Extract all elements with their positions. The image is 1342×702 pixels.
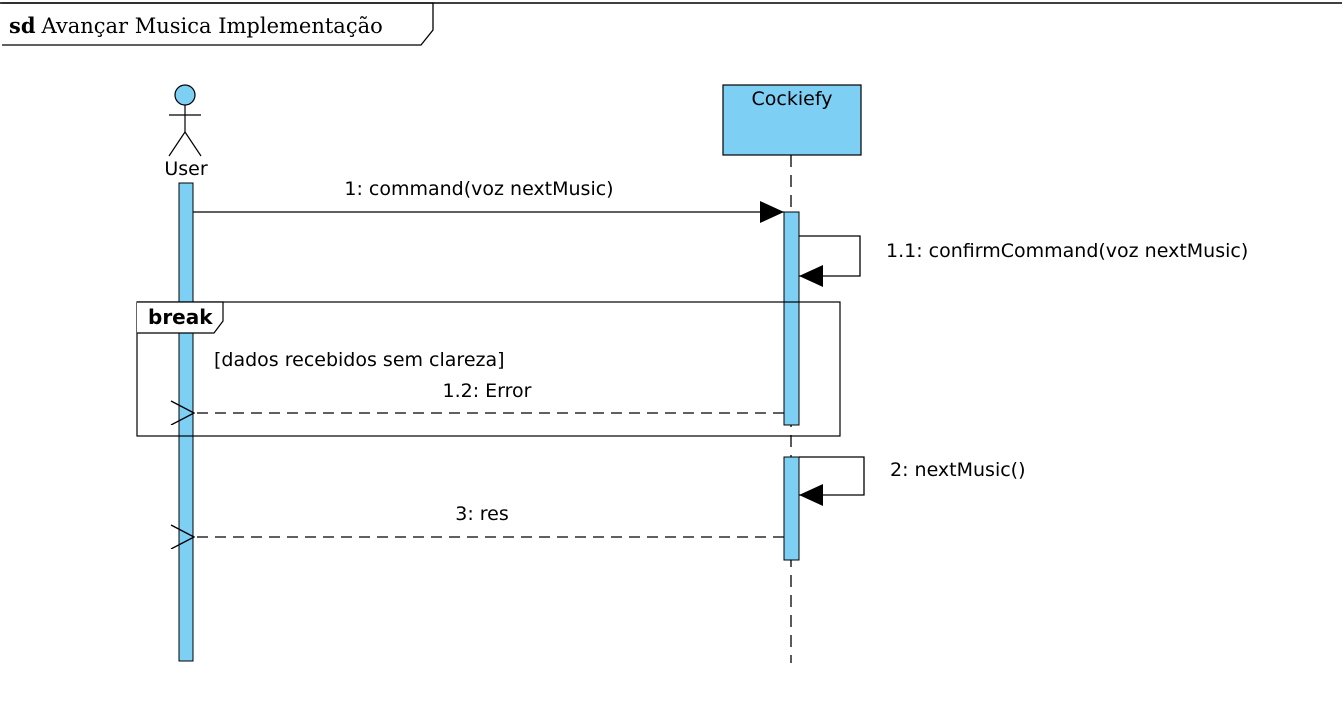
user-activation-bar: [178, 182, 194, 662]
frame-keyword: sd: [9, 13, 36, 38]
message-1-2-error[interactable]: 1.2: Error: [194, 380, 784, 413]
message-3-res[interactable]: 3: res: [194, 503, 784, 537]
message-1-2-label: 1.2: Error: [443, 380, 532, 402]
participant-cockiefy[interactable]: Cockiefy: [722, 84, 862, 156]
actor-user[interactable]: User: [164, 84, 208, 180]
break-guard-label: [dados recebidos sem clareza]: [214, 349, 505, 371]
frame-title: Avançar Musica Implementação: [41, 14, 383, 38]
participant-cockiefy-label: Cockiefy: [752, 88, 833, 110]
cockiefy-activation-bar-1: [783, 211, 800, 426]
break-fragment-tab: [137, 301, 224, 334]
actor-head-icon: [174, 84, 196, 106]
break-fragment-box: [136, 301, 841, 437]
message-1-1-confirm-command[interactable]: 1.1: confirmCommand(voz nextMusic): [799, 235, 1248, 287]
message-2-label: 2: nextMusic(): [890, 459, 1026, 481]
actor-left-leg-icon: [168, 131, 186, 157]
message-2-next-music[interactable]: 2: nextMusic(): [799, 456, 1026, 506]
message-3-label: 3: res: [455, 503, 509, 525]
participant-cockiefy-box: [722, 84, 862, 156]
message-1-command[interactable]: 1: command(voz nextMusic): [193, 178, 784, 223]
frame-title-tab: [2, 2, 434, 46]
break-fragment: break [dados recebidos sem clareza]: [136, 301, 841, 437]
actor-right-leg-icon: [184, 131, 202, 157]
message-1-label: 1: command(voz nextMusic): [344, 178, 613, 200]
cockiefy-activation-bar-2: [783, 456, 800, 561]
actor-user-label: User: [164, 158, 207, 180]
message-2-arrow: [799, 456, 865, 506]
break-operator-label: break: [148, 305, 213, 329]
message-1-1-arrow: [799, 235, 861, 287]
message-1-1-label: 1.1: confirmCommand(voz nextMusic): [886, 240, 1248, 262]
